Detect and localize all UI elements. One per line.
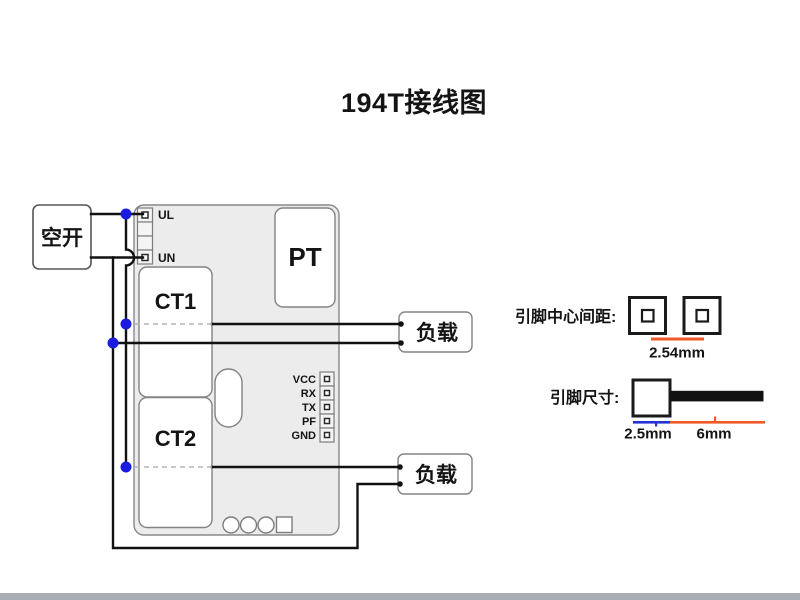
wire-neutral-vertical	[111, 256, 402, 550]
size-width-tick	[655, 421, 658, 427]
terminal-cell	[136, 221, 154, 237]
size-length-line	[670, 421, 765, 424]
pin-icon	[323, 417, 331, 425]
pin-icon	[323, 431, 331, 439]
pin-icon	[323, 375, 331, 383]
breaker-label: 空开	[41, 226, 83, 250]
pin-icon	[323, 389, 331, 397]
size-square	[631, 378, 672, 418]
bottom-connector-square	[275, 516, 293, 534]
breaker-box	[32, 204, 92, 270]
pitch-pin-icon	[640, 308, 655, 323]
ct1-box	[138, 266, 213, 398]
terminal-block	[136, 207, 154, 265]
load1-label: 负载	[416, 321, 458, 345]
load2-label: 负载	[415, 463, 457, 487]
pin-label-pf: PF	[302, 416, 316, 428]
pt-box	[274, 207, 336, 308]
junction-dot	[120, 208, 132, 220]
ct2-label: CT2	[155, 426, 197, 451]
size-length-value: 6mm	[696, 426, 731, 443]
pitch-label: 引脚中心间距:	[515, 307, 616, 326]
terminal-cell	[136, 235, 154, 251]
wire-end-dot	[398, 321, 404, 327]
terminal-ul-label: UL	[158, 208, 174, 222]
terminal-un-label: UN	[158, 251, 175, 265]
pin-label-vcc: VCC	[293, 374, 316, 386]
page-title: 194T接线图	[341, 88, 487, 118]
pt-label: PT	[288, 242, 321, 272]
pitch-value: 2.54mm	[649, 345, 705, 362]
load1-box	[398, 311, 473, 353]
wire-end-dot	[397, 464, 403, 470]
load2-box	[397, 453, 473, 495]
mounting-slot	[214, 368, 243, 428]
pin-header	[319, 371, 335, 443]
bottom-connector-circle	[239, 516, 258, 534]
wire-phase-vertical	[124, 212, 136, 469]
junction-dot	[120, 461, 132, 473]
pin-label-tx: TX	[302, 402, 317, 414]
ct1-label: CT1	[155, 289, 197, 314]
size-width-line	[633, 421, 670, 424]
bottom-connector-circle	[257, 516, 275, 534]
size-length-tick	[714, 416, 717, 423]
junction-dot	[107, 337, 119, 349]
junction-dot	[120, 318, 132, 330]
size-label: 引脚尺寸:	[550, 388, 619, 407]
pin-label-gnd: GND	[292, 430, 317, 442]
pitch-dimension-line	[651, 337, 704, 341]
pitch-pin-icon	[695, 308, 710, 323]
size-width-value: 2.5mm	[624, 426, 672, 443]
wire-end-dot	[398, 340, 404, 346]
ct2-box	[138, 396, 213, 529]
bottom-connector-circle	[222, 516, 240, 534]
pin-label-rx: RX	[301, 388, 317, 400]
bottom-bar	[0, 593, 800, 600]
pin-icon	[323, 403, 331, 411]
pin-body-bar	[670, 390, 764, 402]
wire-end-dot	[397, 481, 403, 487]
